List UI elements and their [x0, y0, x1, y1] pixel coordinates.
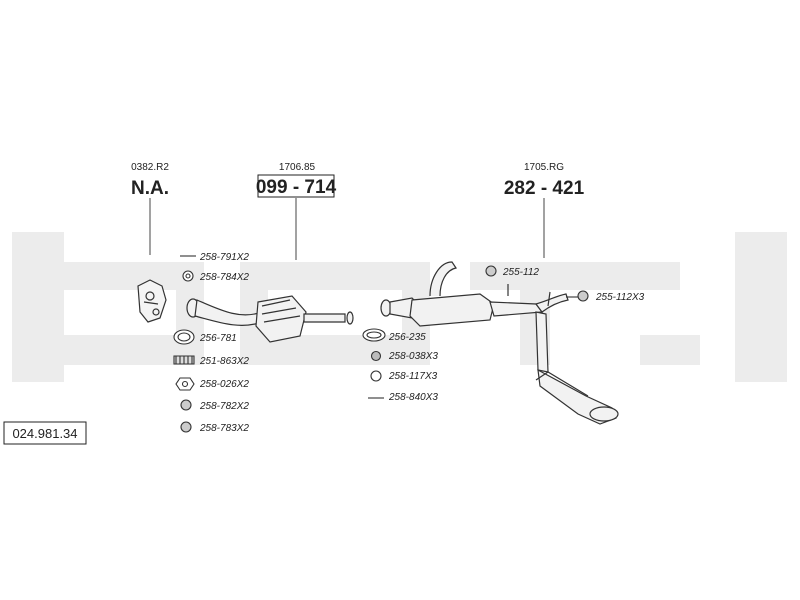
left-parts-icons	[173, 255, 196, 433]
right-parts-labels: 255-112 255-112X3	[502, 267, 645, 303]
part-label: 255-112	[502, 267, 539, 278]
middle-parts-labels: 256-235 258-038X3 258-117X3 258-840X3	[388, 332, 438, 403]
front-pipe-catalyst-drawing	[186, 295, 354, 343]
middle-parts-icons	[362, 328, 386, 399]
right-parts-icons	[485, 265, 589, 302]
assembly-3-number: 1705.RG	[524, 162, 564, 173]
left-parts-labels: 258-791X2 258-784X2 256-781 251-863X2 25…	[199, 252, 249, 434]
part-label: 258-783X2	[199, 423, 249, 434]
part-label: 258-791X2	[199, 252, 249, 263]
reference-number: 024.981.34	[12, 426, 77, 441]
part-label: 258-117X3	[388, 371, 438, 382]
hanger-icon	[577, 290, 589, 302]
assembly-3-part: 282 - 421	[504, 178, 585, 199]
reference-box	[3, 421, 87, 445]
assembly-1-part: N.A.	[131, 178, 169, 199]
rear-section-drawing	[380, 261, 619, 425]
part-label: 258-840X3	[388, 392, 438, 403]
part-label: 251-863X2	[199, 356, 249, 367]
bosal-watermark	[12, 232, 787, 382]
manifold-bracket-drawing	[137, 279, 167, 323]
part-label: 258-038X3	[388, 351, 438, 362]
part-label: 256-781	[199, 333, 237, 344]
assembly-2-number: 1706.85	[279, 162, 316, 173]
part-label: 255-112X3	[595, 292, 645, 303]
part-label: 258-026X2	[199, 379, 249, 390]
assembly-2-box	[257, 174, 335, 198]
assembly-2-part: 099 - 714	[256, 177, 337, 198]
hanger-icon	[485, 265, 497, 277]
clamp-nut-icon	[180, 399, 192, 411]
nut-icon	[370, 350, 382, 362]
part-label: 258-782X2	[199, 401, 249, 412]
part-label: 256-235	[388, 332, 426, 343]
ring-icon	[370, 370, 382, 382]
part-label: 258-784X2	[199, 272, 249, 283]
flange-nut-icon	[180, 421, 192, 433]
assembly-1-number: 0382.R2	[131, 162, 169, 173]
